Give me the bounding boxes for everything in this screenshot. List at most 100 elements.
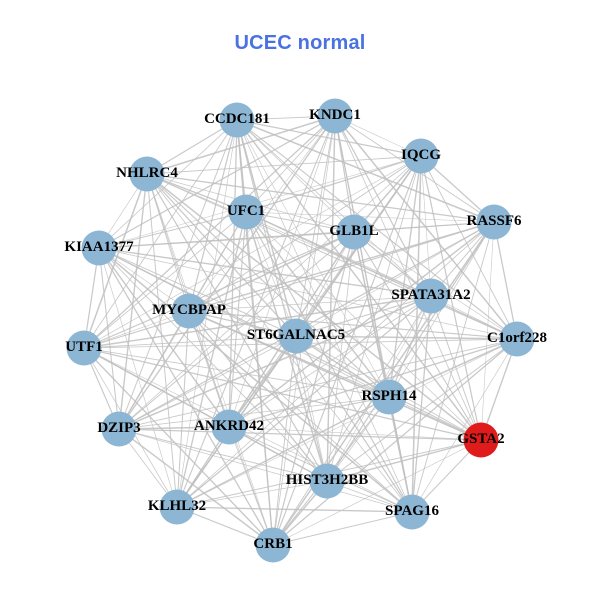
graph-edge <box>83 295 432 349</box>
node-label-glb1l: GLB1L <box>329 223 378 239</box>
graph-edge <box>118 115 336 430</box>
graph-edge <box>146 173 190 312</box>
graph-edge <box>420 155 482 441</box>
node-label-kiaa1377: KIAA1377 <box>64 239 134 255</box>
graph-edge <box>245 211 518 340</box>
graph-edge <box>146 173 432 297</box>
graph-edge <box>353 231 390 398</box>
graph-edge <box>83 155 422 349</box>
graph-node-ufc1 <box>228 194 264 230</box>
graph-edge <box>146 173 274 546</box>
graph-edge <box>295 231 355 337</box>
graph-node-spata31a2 <box>413 278 449 314</box>
graph-edge <box>176 221 495 508</box>
graph-edge <box>188 310 413 513</box>
graph-edge <box>98 247 274 546</box>
graph-edge <box>388 155 422 398</box>
graph-edge <box>118 428 274 546</box>
graph-edge <box>83 211 247 349</box>
graph-node-kiaa1377 <box>81 230 117 266</box>
graph-edge <box>98 119 238 249</box>
graph-edge <box>83 347 274 546</box>
node-label-rsph14: RSPH14 <box>361 388 417 404</box>
graph-edge <box>295 335 390 398</box>
graph-edge <box>176 295 432 508</box>
graph-edge <box>245 211 482 441</box>
graph-edge <box>98 247 390 398</box>
graph-edge <box>118 396 390 430</box>
graph-edge <box>353 221 495 233</box>
graph-edge <box>83 221 495 349</box>
graph-node-gsta2 <box>463 422 499 458</box>
graph-edge <box>83 347 390 398</box>
graph-edge <box>146 173 518 340</box>
graph-edge <box>228 396 390 428</box>
graph-edge <box>83 173 148 349</box>
graph-edge <box>236 119 495 223</box>
graph-edge <box>83 335 297 349</box>
plot-title: UCEC normal <box>234 32 366 54</box>
graph-edge <box>188 231 355 312</box>
graph-edge <box>146 173 247 213</box>
graph-edge <box>98 247 518 340</box>
graph-edge <box>388 338 518 398</box>
node-label-st6galnac5: ST6GALNAC5 <box>247 327 345 343</box>
graph-edge <box>146 173 297 337</box>
graph-edge <box>98 231 355 249</box>
graph-edge <box>334 115 390 398</box>
graph-edge <box>411 338 518 513</box>
graph-edge <box>176 310 190 508</box>
node-label-spata31a2: SPATA31A2 <box>391 287 470 303</box>
node-label-mycbpap: MYCBPAP <box>152 302 226 318</box>
graph-edge <box>188 310 328 482</box>
graph-node-st6galnac5 <box>278 318 314 354</box>
graph-edge <box>228 426 482 441</box>
graph-edge <box>236 119 482 441</box>
graph-edge <box>98 247 120 430</box>
graph-edge <box>118 295 432 430</box>
graph-edge <box>188 310 297 337</box>
graph-edge <box>176 506 413 513</box>
nodes-layer <box>66 98 535 563</box>
graph-edge <box>245 115 336 213</box>
graph-node-kndc1 <box>317 98 353 134</box>
graph-edge <box>98 115 336 249</box>
graph-edge <box>245 211 413 513</box>
graph-edge <box>83 347 413 513</box>
node-label-spag16: SPAG16 <box>385 503 439 519</box>
graph-edge <box>146 173 390 398</box>
graph-edge <box>118 426 230 430</box>
graph-node-iqcg <box>403 138 439 174</box>
graph-edge <box>98 247 190 312</box>
node-label-nhlrc4: NHLRC4 <box>116 165 178 181</box>
graph-node-hist3h2bb <box>309 463 345 499</box>
graph-edge <box>188 310 230 428</box>
node-label-gsta2: GSTA2 <box>457 431 504 447</box>
graph-edge <box>245 211 355 233</box>
graph-edge <box>188 310 518 340</box>
graph-node-mycbpap <box>171 293 207 329</box>
node-label-dzip3: DZIP3 <box>97 420 140 436</box>
graph-edge <box>176 396 390 508</box>
graph-edge <box>411 221 495 513</box>
graph-edge <box>118 335 297 430</box>
node-label-ankrd42: ANKRD42 <box>194 418 264 434</box>
graph-edge <box>146 115 336 175</box>
graph-edge <box>326 221 495 482</box>
graph-edge <box>176 115 336 508</box>
graph-edge <box>326 439 482 482</box>
graph-node-dzip3 <box>101 411 137 447</box>
graph-node-c1orf228 <box>499 321 535 357</box>
graph-node-ankrd42 <box>211 409 247 445</box>
graph-edge <box>228 335 297 428</box>
graph-edge <box>98 247 328 482</box>
graph-edge <box>188 155 422 312</box>
node-label-c1orf228: C1orf228 <box>487 330 547 346</box>
graph-node-spag16 <box>394 494 430 530</box>
graph-edge <box>245 211 297 337</box>
graph-edge <box>83 231 355 349</box>
graph-node-rsph14 <box>371 379 407 415</box>
node-label-crb1: CRB1 <box>253 536 292 552</box>
node-label-ccdc181: CCDC181 <box>204 111 270 127</box>
